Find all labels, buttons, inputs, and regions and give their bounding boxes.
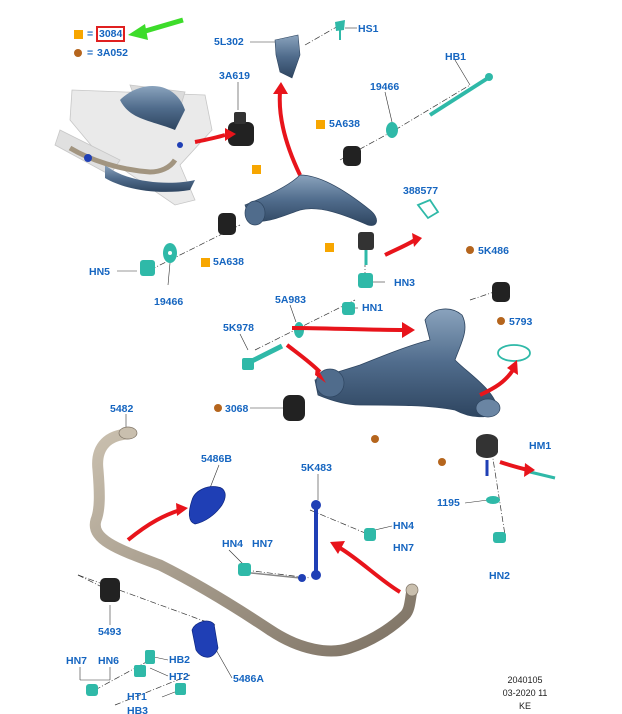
context-bushing [84,154,92,162]
bracket-5L302 [274,34,301,79]
screw-HS1 [335,20,345,31]
label-5K978: 5K978 [223,322,254,334]
nut-HN5 [140,260,155,276]
part-HM1 [529,470,556,480]
upper-ball-joint [358,232,374,250]
marker-circle-5K486 [466,246,474,254]
legend-circle-marker [74,49,82,57]
footer-line-3: KE [518,701,531,711]
label-5K486: 5K486 [478,245,509,257]
marker-square-5A638-mid [201,258,210,267]
nut-HN2 [493,532,506,543]
clamp-5486B [188,486,226,525]
nut-HN3 [358,273,373,288]
label-HN1: HN1 [362,302,384,314]
label-3A619: 3A619 [219,70,250,82]
green-arrow [128,17,184,40]
label-HN7-bottom: HN7 [66,655,88,667]
label-HB2: HB2 [169,654,191,666]
washer-19466-top [386,122,398,138]
marker-circle-3068 [214,404,222,412]
legend-equals-2: = [87,47,94,59]
label-5486A: 5486A [233,673,264,685]
marker-circle-ball-joint [438,458,446,466]
context-upper-arm [120,86,185,130]
legend-square-marker [74,30,83,39]
marker-square-upper-arm [252,165,261,174]
label-HB3: HB3 [127,705,149,714]
marker-circle-lower-arm [371,435,379,443]
label-HN6: HN6 [98,655,120,667]
lower-control-arm [314,308,499,418]
washer-1195 [486,496,500,504]
upper-control-arm [244,174,377,226]
label-5A638-mid: 5A638 [213,256,244,268]
bolt-HB2 [145,650,155,664]
bushing-5K486 [492,282,510,302]
label-5K483: 5K483 [301,462,332,474]
label-5A638-top: 5A638 [329,118,360,130]
label-1195: 1195 [437,497,460,509]
leader-lines [79,27,489,698]
footer-line-1: 2040105 [507,675,543,685]
nut-HN7-left [238,563,251,576]
bolt-HT1 [175,683,186,695]
nut-HN7-right [364,528,376,541]
bushing-5493 [100,578,120,602]
nut-HN1 [342,302,355,315]
label-HB1: HB1 [445,51,467,63]
label-5L302: 5L302 [214,36,244,48]
label-5A983: 5A983 [275,294,306,306]
bushing-3068 [283,395,305,421]
label-HT2: HT2 [169,671,189,683]
label-HN2: HN2 [489,570,511,582]
bushing-3A619 [228,122,254,146]
label-HT1: HT1 [127,691,147,703]
label-HN7-right: HN7 [393,542,415,554]
label-HN7-left: HN7 [252,538,274,550]
bolt-5K978 [248,343,284,365]
bolt-HB1 [428,76,490,117]
stabilizer-bar-5482 [89,428,418,657]
legend-circle-code: 3A052 [97,47,128,59]
marker-square-ball-joint [325,243,334,252]
red-arrowheads [176,82,535,554]
label-HM1: HM1 [529,440,552,452]
red-arrows [126,91,529,594]
label-5482: 5482 [110,403,134,415]
label-HN4-left: HN4 [222,538,244,550]
clamp-5486A [191,620,219,658]
label-19466-top: 19466 [370,81,400,93]
footer-line-2: 03-2020 11 [502,688,548,698]
marker-square-5A638-top [316,120,325,129]
lower-ball-joint [476,434,498,458]
legend-equals-1: = [87,28,94,40]
bushing-5A638-top [343,146,361,166]
bushing-5A638-mid [218,213,236,235]
label-19466-mid: 19466 [154,296,184,308]
nut-HN7-bottom [86,684,98,696]
label-HN4-right: HN4 [393,520,415,532]
context-lower-arm [105,165,195,192]
label-5793: 5793 [509,316,533,328]
clip-388577 [416,198,440,220]
label-HS1: HS1 [358,23,379,35]
bolt-HT2 [134,665,146,677]
marker-circle-5793 [497,317,505,325]
label-HN3: HN3 [394,277,416,289]
ring-5793 [497,344,531,362]
label-388577: 388577 [403,185,439,197]
context-joint [177,142,183,148]
label-5486B: 5486B [201,453,232,465]
legend-square-code: 3084 [96,26,126,42]
label-HN5: HN5 [89,266,111,278]
label-3068: 3068 [225,403,249,415]
label-5493: 5493 [98,626,122,638]
